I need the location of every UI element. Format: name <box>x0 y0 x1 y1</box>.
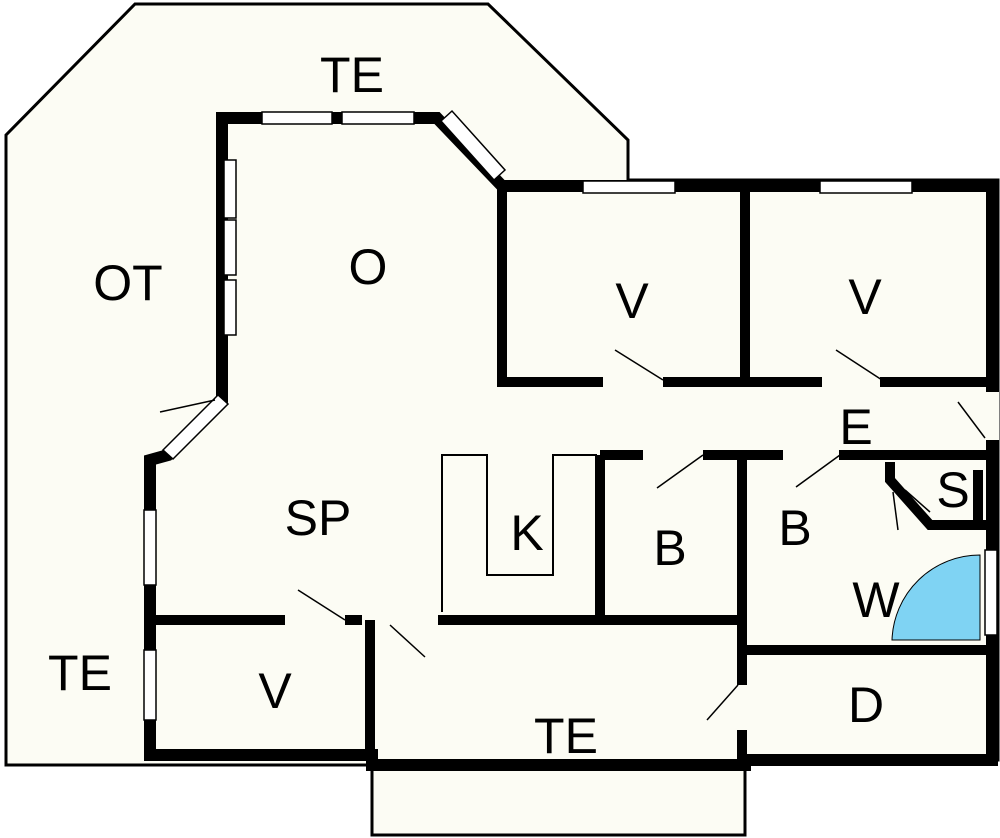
kitchen-counter <box>441 454 597 612</box>
room-label-bathroom-2: B <box>778 500 811 556</box>
room-label-terrace-bottom: TE <box>534 708 598 764</box>
room-label-bedroom-2: V <box>848 269 882 325</box>
room-label-living: O <box>349 239 388 295</box>
door-swings <box>159 349 986 721</box>
room-label-terrace-left: TE <box>48 645 112 701</box>
room-label-bedroom-3: V <box>258 663 292 719</box>
room-label-terrace-top: TE <box>320 47 384 103</box>
room-label-kitchen: K <box>510 505 543 561</box>
room-label-dining: SP <box>285 490 352 546</box>
room-label-outdoor-terrace: OT <box>93 255 162 311</box>
room-label-bathroom-1: B <box>653 520 686 576</box>
windows <box>143 109 998 721</box>
shower-area <box>891 554 981 641</box>
doors <box>285 375 999 730</box>
room-label-washroom: W <box>852 572 900 628</box>
room-label-hall: E <box>839 399 872 455</box>
room-label-sauna: S <box>936 462 969 518</box>
room-label-shower-room: D <box>848 677 884 733</box>
room-labels: TE OT O V V E SP K B B S W TE V TE D <box>48 47 970 764</box>
room-label-bedroom-1: V <box>615 273 649 329</box>
